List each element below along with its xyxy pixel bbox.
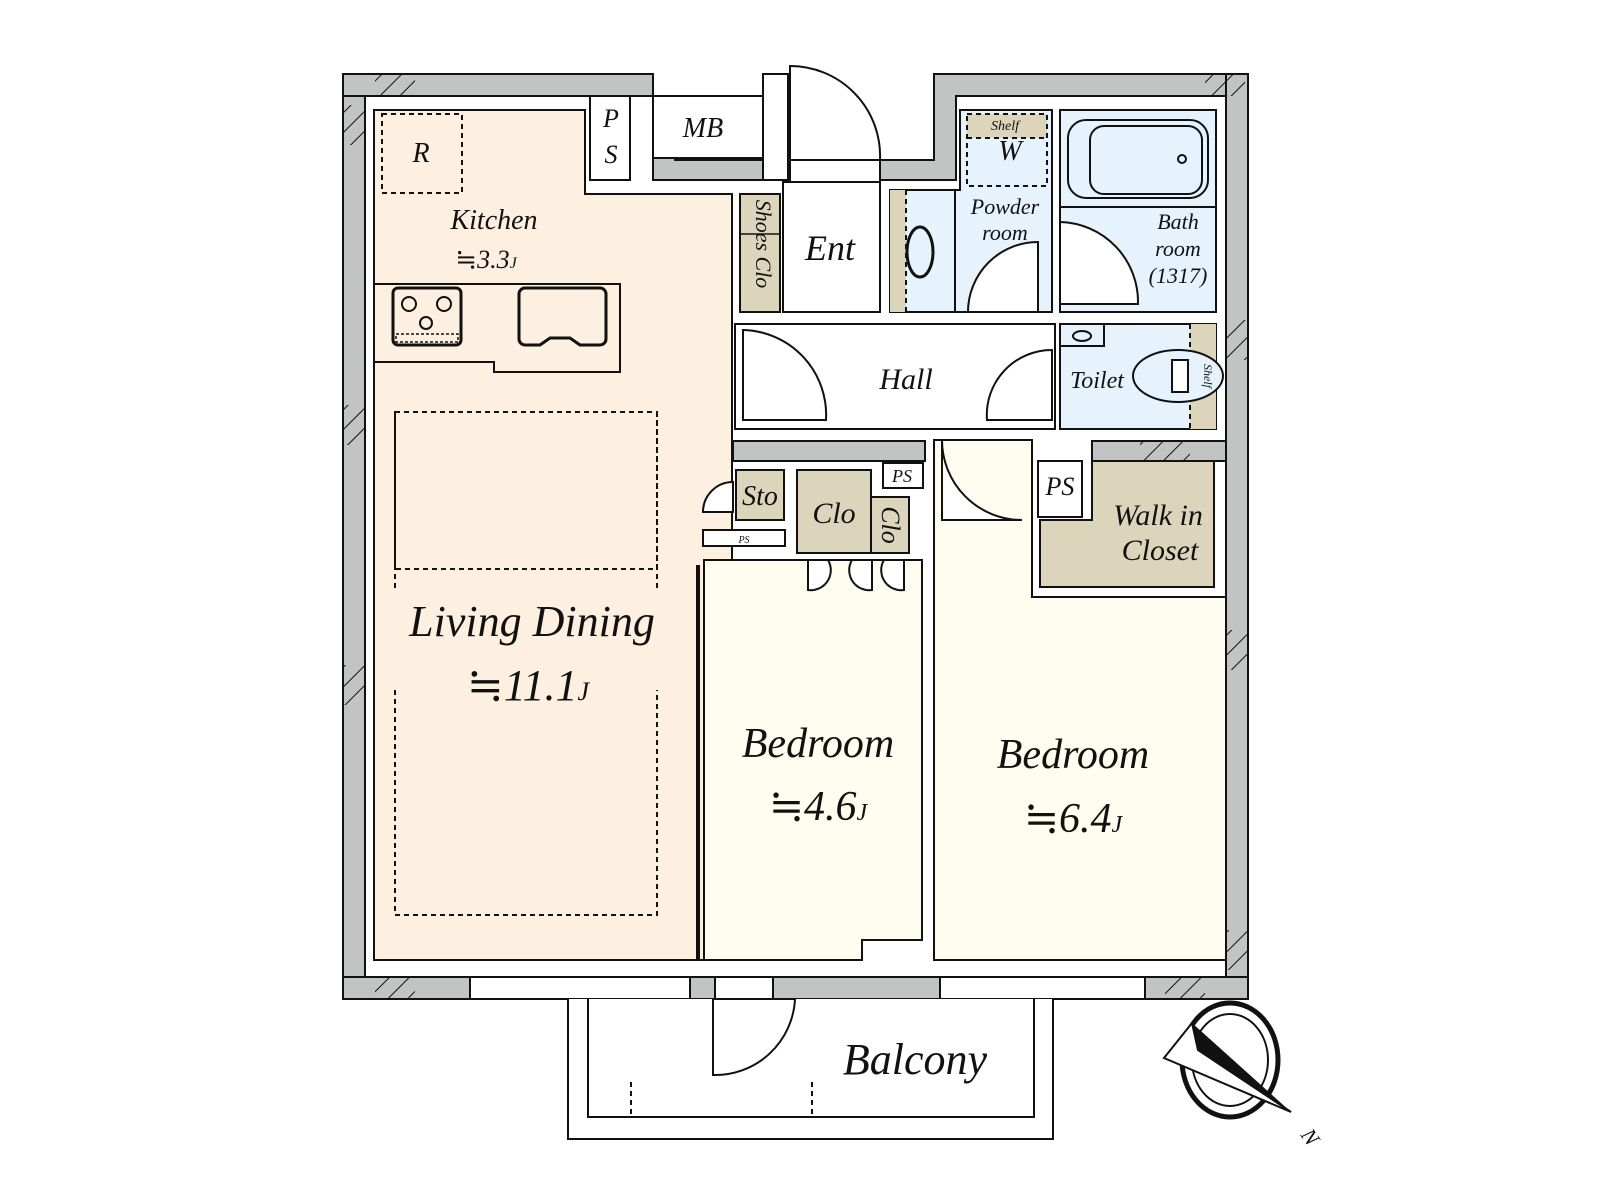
shelf-powder-label: Shelf <box>991 119 1021 134</box>
north-label: N <box>1295 1123 1325 1151</box>
wic-label-2: Closet <box>1122 534 1199 567</box>
stove-icon <box>391 286 463 347</box>
bedroom-large-area: ≒6.4J <box>1024 796 1124 842</box>
balcony <box>567 998 1054 1140</box>
entrance-label: Ent <box>804 228 856 268</box>
shoes-closet <box>739 193 781 313</box>
refrigerator-space <box>381 113 463 194</box>
closet-side-label: Clo <box>876 506 905 544</box>
toilet-room <box>1059 323 1224 430</box>
wash-basin-icon <box>905 225 935 279</box>
storage-closet <box>735 469 785 521</box>
balcony-label: Balcony <box>843 1035 988 1084</box>
bath-room-size: (1317) <box>1149 263 1208 288</box>
shoes-closet-label: Shoes Clo <box>751 200 776 289</box>
sink-icon <box>517 286 608 347</box>
shelf-toilet-label: Shelf <box>1201 364 1215 390</box>
bedroom-large <box>933 439 1227 961</box>
bedroom-small-area: ≒4.6J <box>769 784 869 830</box>
bath-room-label-2: room <box>1155 236 1201 261</box>
bedroom-small-label: Bedroom <box>742 721 894 767</box>
pipe-space-wic <box>1037 460 1083 518</box>
ps-mid-label: PS <box>891 466 912 486</box>
room-labels: R P S MB Kitchen ≒3.3J Shoes Clo Ent She… <box>408 104 1215 1084</box>
washer-space <box>966 113 1048 187</box>
pipe-space-mid <box>882 462 924 489</box>
bedroom-large-label: Bedroom <box>997 732 1149 778</box>
hall-label: Hall <box>878 363 932 396</box>
windows <box>469 976 1146 1000</box>
powder-room-label-1: Powder <box>970 194 1040 219</box>
compass-icon: N <box>1162 1000 1326 1151</box>
living-dining-area: ≒11.1J <box>467 661 591 710</box>
refrigerator-label: R <box>411 138 429 169</box>
entrance <box>782 181 881 313</box>
wall-hatching <box>343 74 1248 999</box>
powder-room <box>889 109 1053 313</box>
ps-wic-label: PS <box>1045 472 1075 501</box>
kitchen-area: ≒3.3J <box>455 245 517 274</box>
kitchen-label: Kitchen <box>449 205 537 236</box>
living-kitchen-area <box>373 109 733 961</box>
pipe-space-small <box>702 529 786 547</box>
powder-room-label-2: room <box>982 220 1028 245</box>
entrance-door <box>789 64 882 161</box>
living-dining-label: Living Dining <box>408 597 655 646</box>
closet-main-label: Clo <box>812 497 855 530</box>
storage-label: Sto <box>742 481 778 512</box>
bedroom-small <box>703 559 923 961</box>
ps-label-s: S <box>605 140 618 169</box>
closet-doors <box>807 559 905 592</box>
balcony-door <box>712 998 797 1077</box>
bath-room-label-1: Bath <box>1157 209 1199 234</box>
living-zone <box>394 690 658 916</box>
bathtub-icon <box>1067 119 1209 199</box>
bath-room <box>1059 109 1217 313</box>
toilet-label: Toilet <box>1070 368 1125 394</box>
ps-small-label: PS <box>737 535 749 546</box>
wic-label-1: Walk in <box>1113 499 1203 532</box>
pipe-space-top <box>589 95 631 181</box>
washer-label: W <box>998 136 1024 167</box>
meter-box-label: MB <box>682 113 723 144</box>
hall <box>734 323 1056 430</box>
dining-table-zone <box>394 411 658 570</box>
closet-side <box>870 496 910 554</box>
ps-label-p: P <box>602 104 619 133</box>
